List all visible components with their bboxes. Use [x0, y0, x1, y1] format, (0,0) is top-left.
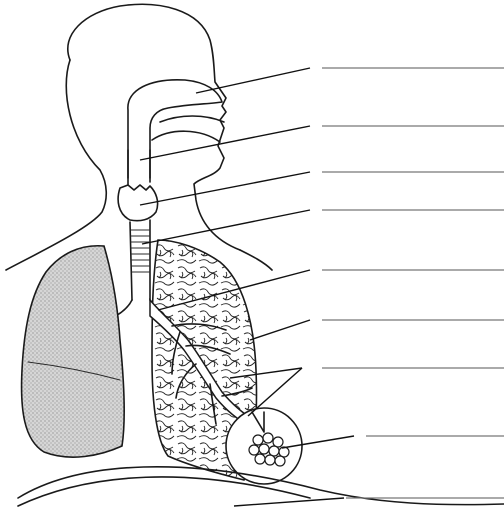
tongue [152, 131, 220, 142]
head-outline [68, 4, 240, 250]
leader-trachea [142, 210, 310, 244]
leader-diaphragm [234, 498, 344, 506]
pharynx [128, 150, 150, 185]
leader-larynx [140, 172, 310, 205]
label-blanks [322, 68, 504, 498]
nasal-cavity [128, 80, 222, 178]
leader-nasal-cavity [196, 68, 310, 93]
neck-back [6, 60, 106, 270]
trachea [130, 220, 150, 300]
leader-pharynx [140, 126, 310, 160]
palate [160, 116, 224, 122]
leader-lung [250, 320, 310, 340]
shoulder-right [240, 250, 272, 270]
left-lung [22, 246, 125, 457]
